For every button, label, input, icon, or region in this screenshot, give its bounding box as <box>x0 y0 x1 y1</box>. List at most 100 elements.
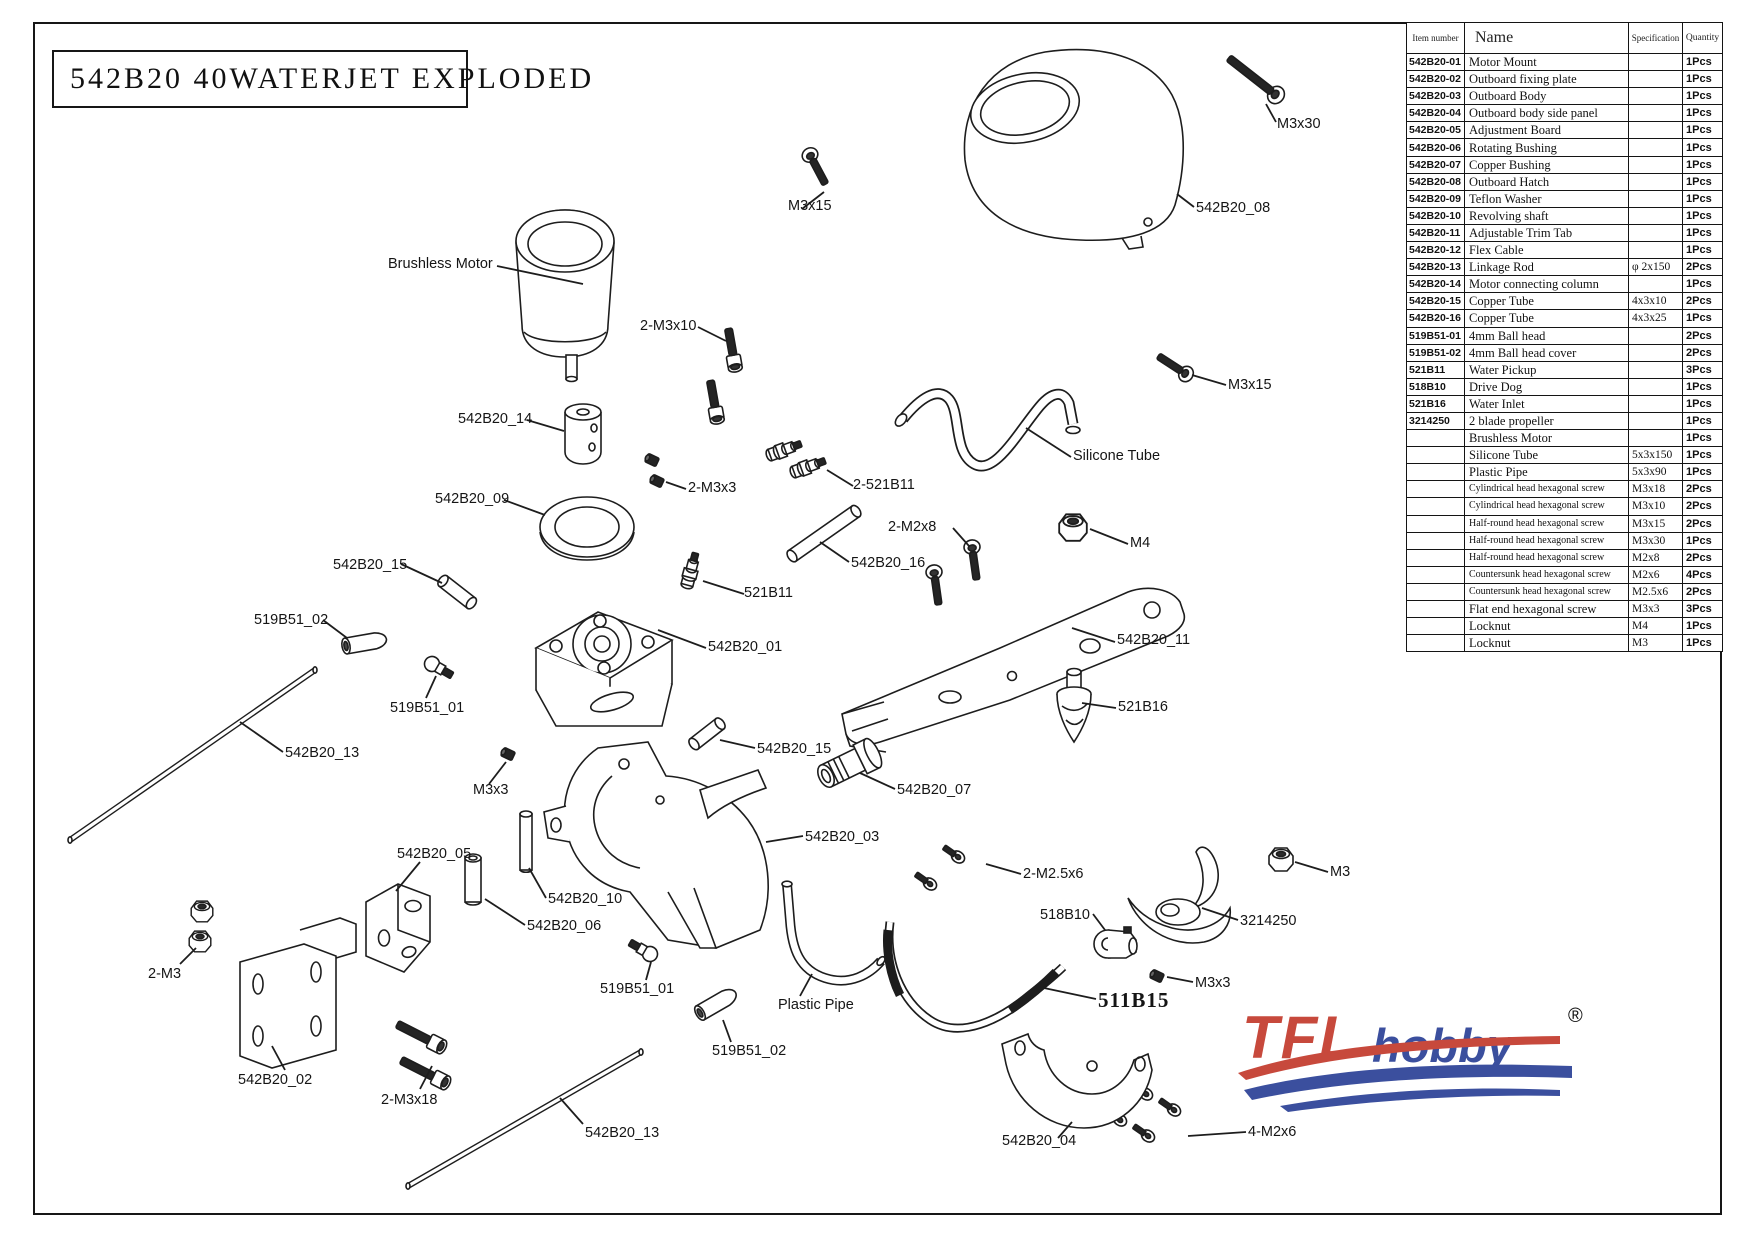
table-cell: Outboard fixing plate <box>1464 70 1629 89</box>
callout-m3x15-right: M3x15 <box>1228 377 1272 393</box>
callout-3214250: 3214250 <box>1240 913 1297 929</box>
table-cell: 521B16 <box>1406 394 1465 413</box>
table-cell <box>1406 429 1465 448</box>
callout-521B11: 521B11 <box>744 585 793 601</box>
table-cell: 1Pcs <box>1682 223 1723 243</box>
table-cell: 542B20-08 <box>1406 172 1465 191</box>
callout-2-521B11: 2-521B11 <box>853 477 915 493</box>
header-item-number: Item number <box>1406 22 1465 54</box>
table-cell <box>1406 617 1465 636</box>
table-cell: 1Pcs <box>1682 206 1723 225</box>
table-cell: Countersunk head hexagonal screw <box>1464 565 1629 584</box>
callout-plastic-pipe: Plastic Pipe <box>778 997 854 1013</box>
outboard-fixing-plate-drawing <box>239 917 357 1069</box>
table-cell: Cylindrical head hexagonal screw <box>1464 480 1629 499</box>
table-cell: Copper Bushing <box>1464 155 1629 174</box>
title-box: 542B20 40WATERJET EXPLODED <box>52 50 591 108</box>
table-cell <box>1406 497 1465 516</box>
table-cell: M3x3 <box>1628 599 1683 619</box>
table-cell: Teflon Washer <box>1464 189 1629 208</box>
table-cell: 1Pcs <box>1682 52 1723 72</box>
table-cell <box>1628 121 1683 140</box>
callout-519B51_02-b: 519B51_02 <box>712 1043 787 1059</box>
table-cell: 2Pcs <box>1682 292 1723 311</box>
callout-542B20_15-b: 542B20_15 <box>757 741 832 757</box>
callout-542B20_03: 542B20_03 <box>805 829 880 845</box>
table-cell <box>1628 87 1683 106</box>
table-cell: 2Pcs <box>1682 480 1723 499</box>
table-cell: 4x3x25 <box>1628 309 1683 328</box>
table-cell: Half-round head hexagonal screw <box>1464 548 1629 567</box>
table-cell: Plastic Pipe <box>1464 463 1629 482</box>
table-cell: Rotating Bushing <box>1464 138 1629 157</box>
table-header-row: Item number Name Specification Quantity <box>1406 22 1723 54</box>
callout-542B20_16: 542B20_16 <box>851 555 926 571</box>
table-cell: 1Pcs <box>1682 189 1723 208</box>
adjustment-board-drawing <box>365 883 431 973</box>
table-cell: Motor Mount <box>1464 52 1629 72</box>
screw-m3x30-drawing <box>1222 50 1289 108</box>
table-cell: Flex Cable <box>1464 241 1629 260</box>
table-cell: 1Pcs <box>1682 172 1723 191</box>
table-cell: Drive Dog <box>1464 377 1629 396</box>
propeller-drawing <box>1127 846 1231 944</box>
table-cell <box>1406 480 1465 499</box>
water-pickup-pair-drawing <box>763 436 829 481</box>
table-cell: 1Pcs <box>1682 531 1723 550</box>
table-cell: M3x10 <box>1628 497 1683 516</box>
callout-silicone-tube: Silicone Tube <box>1073 448 1161 464</box>
table-cell: 4mm Ball head cover <box>1464 343 1629 362</box>
table-cell: 2Pcs <box>1682 548 1723 567</box>
table-cell: Revolving shaft <box>1464 206 1629 225</box>
table-cell: M2x8 <box>1628 548 1683 567</box>
table-cell: 1Pcs <box>1682 377 1723 396</box>
screw-m3x15-top-drawing <box>798 144 834 189</box>
table-cell <box>1406 599 1465 619</box>
callout-542B20_06: 542B20_06 <box>527 918 602 934</box>
callout-519B51_01-a: 519B51_01 <box>390 700 465 716</box>
table-cell <box>1628 360 1683 379</box>
table-cell <box>1628 189 1683 208</box>
trim-tab-drawing <box>841 587 1186 753</box>
table-cell <box>1628 241 1683 260</box>
table-cell: 521B11 <box>1406 360 1465 379</box>
table-cell: M3x18 <box>1628 480 1683 499</box>
callout-542B20_14: 542B20_14 <box>458 411 533 427</box>
callout-m3x30: M3x30 <box>1277 116 1321 132</box>
callout-519B51_01-b: 519B51_01 <box>600 981 675 997</box>
table-cell <box>1406 582 1465 602</box>
table-cell: 2Pcs <box>1682 497 1723 516</box>
table-cell: 542B20-02 <box>1406 70 1465 89</box>
table-cell: 3Pcs <box>1682 599 1723 619</box>
table-cell: 1Pcs <box>1682 241 1723 260</box>
callout-m4: M4 <box>1130 535 1151 551</box>
table-cell: 2Pcs <box>1682 514 1723 533</box>
table-cell: 542B20-14 <box>1406 275 1465 294</box>
silicone-tube-drawing <box>894 388 1081 472</box>
setscrew-m3x3-left-drawing <box>498 746 517 762</box>
table-cell: M2x6 <box>1628 565 1683 584</box>
tfl-hobby-logo: TFL hobby ® <box>1238 1004 1583 1112</box>
outboard-body-drawing <box>543 741 769 949</box>
callout-542B20_10: 542B20_10 <box>548 891 623 907</box>
table-cell <box>1628 172 1683 191</box>
callout-brushless-motor: Brushless Motor <box>388 256 493 272</box>
ball-head-drawing <box>420 652 457 683</box>
callout-2-m3x10: 2-M3x10 <box>640 318 697 334</box>
logo-blue-swoosh-2 <box>1280 1088 1560 1112</box>
copper-tube-4x3x10-b-drawing <box>688 717 726 751</box>
table-cell: 519B51-01 <box>1406 326 1465 345</box>
table-cell: 542B20-05 <box>1406 121 1465 140</box>
callout-518B10: 518B10 <box>1040 907 1090 923</box>
logo-registered-mark: ® <box>1568 1005 1583 1027</box>
callout-542B20_05: 542B20_05 <box>397 846 472 862</box>
